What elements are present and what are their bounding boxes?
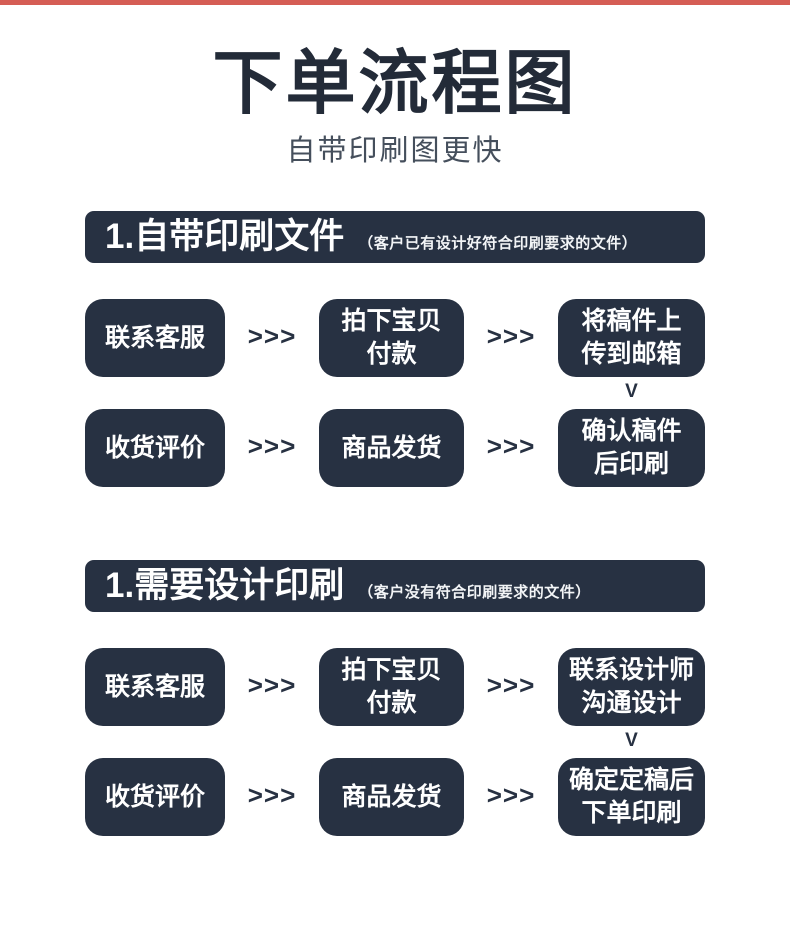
- arrow-right-icon: >>>: [247, 321, 297, 351]
- section-1-banner: 1.自带印刷文件 （客户已有设计好符合印刷要求的文件）: [85, 211, 705, 263]
- step-contact-designer: 联系设计师 沟通设计: [558, 648, 705, 726]
- step-buy-and-pay: 拍下宝贝 付款: [319, 299, 464, 377]
- step-label: 收货评价: [104, 433, 205, 462]
- section-1-heading: 1.自带印刷文件: [105, 217, 345, 256]
- arrow-right-icon: >>>: [486, 431, 536, 461]
- section-2-connector-row: V: [85, 726, 705, 758]
- step-finalize-then-order-print: 确定定稿后 下单印刷: [558, 758, 705, 836]
- section-1-flow-row-1: 联系客服 >>> 拍下宝贝 付款 >>> 将稿件上 传到邮箱: [85, 299, 705, 377]
- section-bring-own-print-file: 1.自带印刷文件 （客户已有设计好符合印刷要求的文件） 联系客服 >>> 拍下宝…: [85, 211, 705, 487]
- section-1-flow-row-2: 收货评价 >>> 商品发货 >>> 确认稿件 后印刷: [85, 409, 705, 487]
- section-1-note: （客户已有设计好符合印刷要求的文件）: [358, 235, 638, 252]
- step-label: 下单印刷: [581, 799, 682, 827]
- arrow-right-icon: >>>: [247, 670, 297, 700]
- step-confirm-file-then-print: 确认稿件 后印刷: [558, 409, 705, 487]
- step-label: 传到邮箱: [581, 340, 682, 368]
- arrow-down-icon: V: [625, 381, 638, 402]
- step-goods-shipped: 商品发货: [319, 758, 464, 836]
- arrow-right-icon: >>>: [247, 780, 297, 810]
- step-goods-shipped: 商品发货: [319, 409, 464, 487]
- step-label: 联系客服: [104, 323, 205, 352]
- section-2-banner: 1.需要设计印刷 （客户没有符合印刷要求的文件）: [85, 560, 705, 612]
- step-contact-service: 联系客服: [85, 299, 225, 377]
- arrow-right-icon: >>>: [486, 780, 536, 810]
- step-label: 沟通设计: [581, 689, 682, 717]
- top-red-strip: [0, 0, 790, 5]
- step-label: 收货评价: [104, 782, 205, 811]
- step-label: 联系设计师: [568, 656, 694, 684]
- arrow-right-icon: >>>: [486, 321, 536, 351]
- step-receive-and-review: 收货评价: [85, 758, 225, 836]
- arrow-right-icon: >>>: [247, 431, 297, 461]
- step-label: 确定定稿后: [568, 766, 694, 794]
- section-2-flow-row-2: 收货评价 >>> 商品发货 >>> 确定定稿后 下单印刷: [85, 758, 705, 836]
- step-label: 付款: [366, 340, 417, 368]
- step-label: 拍下宝贝: [341, 307, 442, 335]
- arrow-right-icon: >>>: [486, 670, 536, 700]
- page-title: 下单流程图: [212, 44, 578, 122]
- section-2-flow-row-1: 联系客服 >>> 拍下宝贝 付款 >>> 联系设计师 沟通设计: [85, 648, 705, 726]
- arrow-down-icon: V: [625, 730, 638, 751]
- step-label: 付款: [366, 689, 417, 717]
- section-2-note: （客户没有符合印刷要求的文件）: [358, 584, 591, 601]
- step-label: 商品发货: [341, 433, 442, 462]
- step-receive-and-review: 收货评价: [85, 409, 225, 487]
- step-label: 后印刷: [593, 450, 669, 478]
- step-label: 拍下宝贝: [341, 656, 442, 684]
- step-label: 确认稿件: [581, 417, 682, 445]
- step-label: 联系客服: [104, 672, 205, 701]
- step-buy-and-pay: 拍下宝贝 付款: [319, 648, 464, 726]
- section-1-connector-row: V: [85, 377, 705, 409]
- section-need-design-print: 1.需要设计印刷 （客户没有符合印刷要求的文件） 联系客服 >>> 拍下宝贝 付…: [85, 560, 705, 836]
- step-label: 商品发货: [341, 782, 442, 811]
- flow-content: 1.自带印刷文件 （客户已有设计好符合印刷要求的文件） 联系客服 >>> 拍下宝…: [85, 211, 705, 836]
- step-label: 将稿件上: [581, 307, 682, 335]
- step-contact-service: 联系客服: [85, 648, 225, 726]
- step-upload-file-to-email: 将稿件上 传到邮箱: [558, 299, 705, 377]
- page-subtitle: 自带印刷图更快: [286, 135, 504, 167]
- section-2-heading: 1.需要设计印刷: [105, 566, 345, 605]
